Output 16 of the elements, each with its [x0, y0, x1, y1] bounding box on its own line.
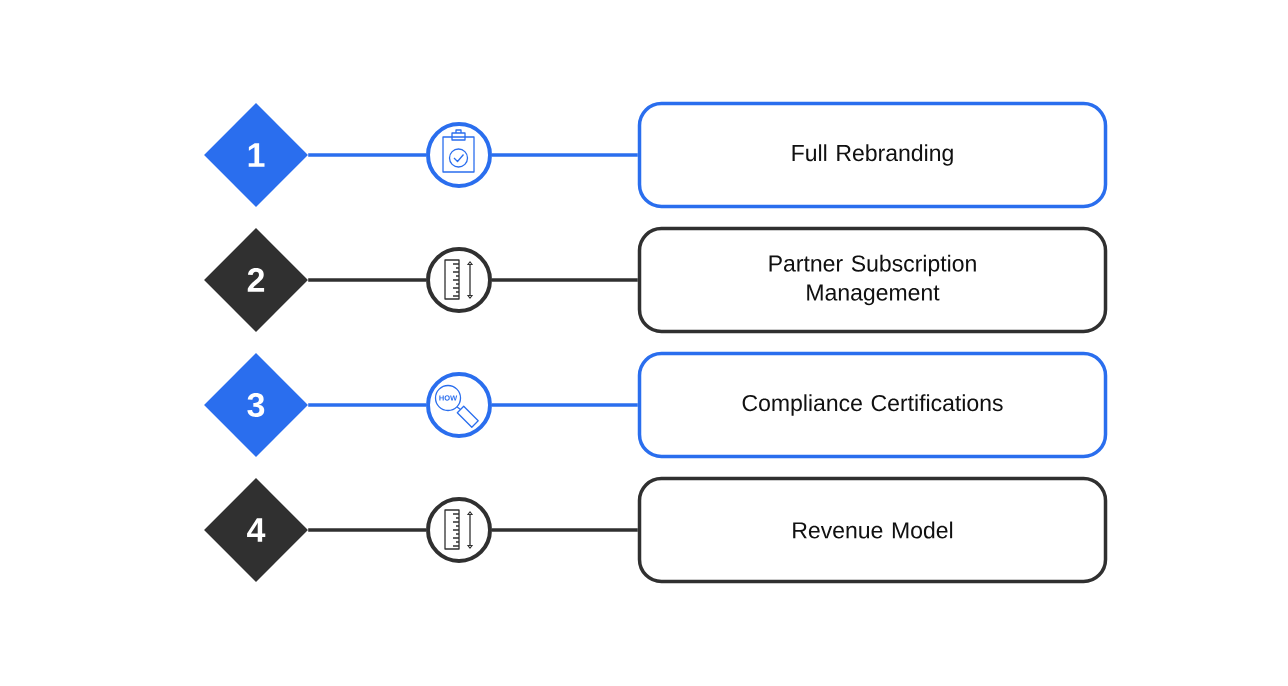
text-box: Revenue Model: [637, 476, 1108, 584]
connector-line: [492, 528, 638, 532]
text-box: Compliance Certifications: [637, 351, 1108, 459]
icon-circle: [426, 497, 492, 563]
connector-line: [308, 403, 426, 407]
text-box: Full Rebranding: [637, 101, 1108, 209]
connector-line: [308, 278, 426, 282]
connector-line: [308, 153, 426, 157]
connector-line: [308, 528, 426, 532]
text-box: Partner Subscription Management: [637, 226, 1108, 334]
icon-circle: [426, 122, 492, 188]
icon-circle: [426, 247, 492, 313]
connector-line: [492, 278, 638, 282]
connector-line: [492, 403, 638, 407]
icon-circle: [426, 372, 492, 438]
connector-line: [492, 153, 638, 157]
